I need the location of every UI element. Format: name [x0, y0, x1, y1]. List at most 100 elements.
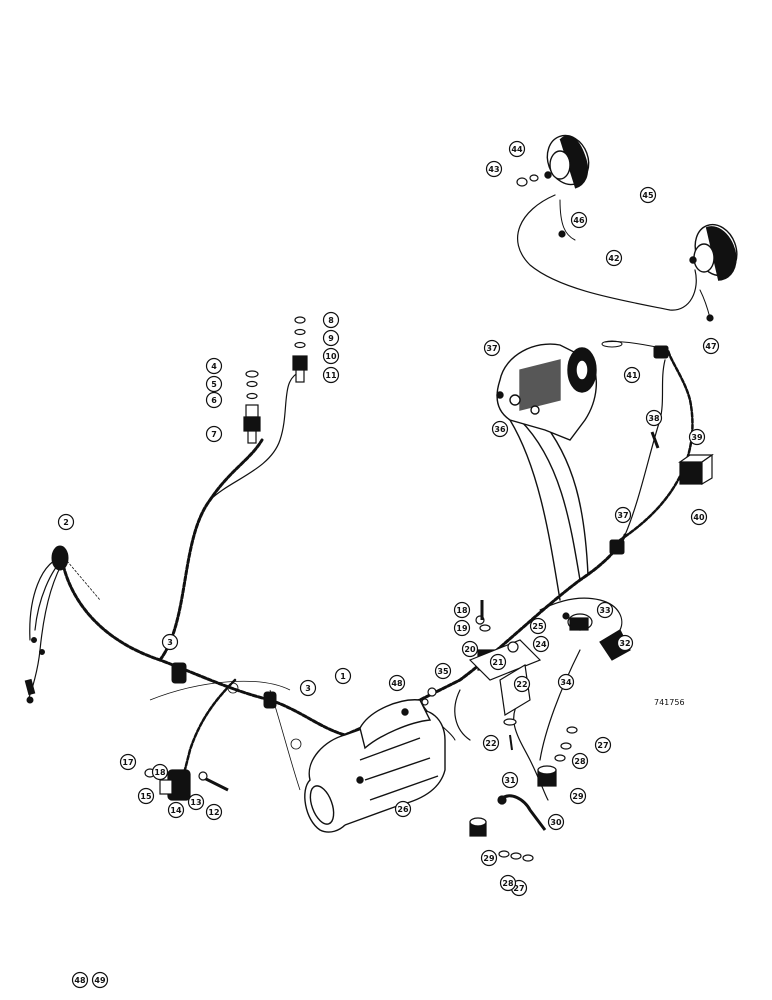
harness-clip-3b [263, 691, 277, 709]
callout-circle [334, 667, 352, 685]
center-harness [343, 533, 627, 737]
callout-label: 27 [597, 741, 608, 750]
callout-7: 7 [205, 425, 223, 443]
callout-1: 1 [334, 667, 352, 685]
engine-outline [149, 680, 302, 791]
callout-circle [645, 409, 663, 427]
callout-43: 43 [485, 160, 503, 178]
callout-circle [453, 601, 471, 619]
callout-label: 19 [456, 624, 468, 633]
callout-circle [57, 513, 75, 531]
connector-2 [24, 545, 69, 704]
callout-3: 3 [299, 679, 317, 697]
callout-circle [571, 752, 589, 770]
callout-label: 30 [550, 818, 562, 827]
sensor-30 [469, 817, 534, 862]
callout-20: 20 [461, 640, 479, 658]
callout-circle [322, 329, 340, 347]
work-light-upper [544, 134, 590, 189]
callout-24: 24 [532, 635, 550, 653]
callout-48: 48 [71, 971, 89, 989]
callout-32: 32 [616, 634, 634, 652]
callout-circle [91, 971, 109, 989]
callout-48: 48 [388, 674, 406, 692]
callout-circle [623, 366, 641, 384]
callout-label: 41 [626, 371, 638, 380]
callout-circle [483, 339, 501, 357]
callout-circle [499, 874, 517, 892]
callout-circle [594, 736, 612, 754]
callout-13: 13 [187, 793, 205, 811]
callout-41: 41 [623, 366, 641, 384]
callout-49: 49 [91, 971, 109, 989]
callout-9: 9 [322, 329, 340, 347]
callout-label: 46 [573, 216, 585, 225]
relay-42 [650, 431, 714, 486]
main-harness-left [60, 558, 347, 737]
callout-circle [167, 801, 185, 819]
callout-label: 35 [437, 667, 449, 676]
callout-label: 28 [502, 879, 514, 888]
callout-label: 49 [94, 976, 106, 985]
starter-motor-26 [304, 699, 446, 833]
callout-22: 22 [513, 675, 531, 693]
callout-circle [557, 673, 575, 691]
callout-circle [596, 601, 614, 619]
callout-30: 30 [547, 813, 565, 831]
callout-label: 25 [532, 622, 544, 631]
callout-label: 48 [74, 976, 86, 985]
work-light-right [689, 223, 738, 281]
callout-42: 42 [605, 249, 623, 267]
callout-circle [119, 753, 137, 771]
callout-label: 28 [574, 757, 586, 766]
connector-39 [609, 539, 625, 555]
callout-17: 17 [119, 753, 137, 771]
callout-label: 37 [486, 344, 497, 353]
callout-26: 26 [394, 800, 412, 818]
callout-label: 42 [608, 254, 619, 263]
callout-label: 31 [504, 776, 516, 785]
callout-45: 45 [639, 186, 657, 204]
callout-circle [299, 679, 317, 697]
callout-label: 9 [328, 334, 334, 343]
callout-46: 46 [570, 211, 588, 229]
callout-circle [322, 366, 340, 384]
callout-4: 4 [205, 357, 223, 375]
callout-label: 45 [642, 191, 654, 200]
callout-27: 27 [594, 736, 612, 754]
callout-5: 5 [205, 375, 223, 393]
callout-label: 18 [154, 768, 166, 777]
callout-label: 38 [648, 414, 660, 423]
callout-label: 18 [456, 606, 468, 615]
callout-11: 11 [322, 366, 340, 384]
callout-31: 31 [501, 771, 519, 789]
callout-label: 4 [211, 362, 217, 371]
callout-circle [605, 249, 623, 267]
callout-3: 3 [161, 633, 179, 651]
callout-label: 14 [170, 806, 182, 815]
connector-43 [653, 345, 669, 359]
callout-circle [71, 971, 89, 989]
callout-29: 29 [480, 849, 498, 867]
callout-label: 36 [494, 425, 506, 434]
callout-circle [688, 428, 706, 446]
callout-circle [137, 787, 155, 805]
callout-2: 2 [57, 513, 75, 531]
callout-label: 20 [464, 645, 476, 654]
callout-circle [513, 675, 531, 693]
callout-label: 40 [693, 513, 705, 522]
callout-label: 10 [325, 352, 337, 361]
callout-12: 12 [205, 803, 223, 821]
callout-18: 18 [151, 763, 169, 781]
callout-label: 24 [535, 640, 547, 649]
callout-circle [616, 634, 634, 652]
callout-circle [639, 186, 657, 204]
callout-circle [570, 211, 588, 229]
callout-circle [480, 849, 498, 867]
callout-circle [434, 662, 452, 680]
callout-circle [614, 506, 632, 524]
callout-40: 40 [690, 508, 708, 526]
callout-circle [547, 813, 565, 831]
bolt-37 [421, 687, 437, 706]
callout-38: 38 [645, 409, 663, 427]
